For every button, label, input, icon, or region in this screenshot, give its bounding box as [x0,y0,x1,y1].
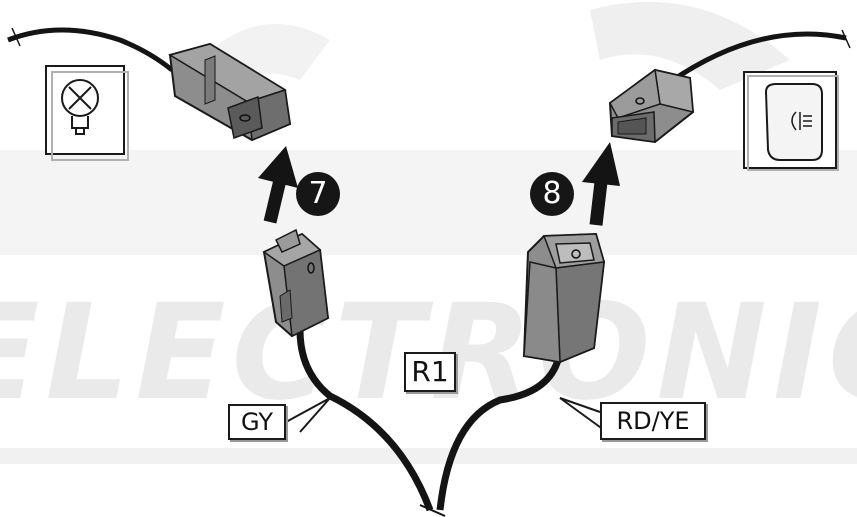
arrow-left-up [258,146,298,224]
gy-pointer [285,397,331,433]
connector-lower-right [522,232,606,364]
wire-top-left [7,27,174,72]
relay-label: R1 [404,352,456,392]
arrow-right-up [582,142,620,226]
left-wire-label: GY [228,404,286,440]
connector-top-right [608,68,695,144]
wire-top-right [668,31,847,85]
right-wire-label: RD/YE [600,402,706,440]
bulb-panel [45,65,129,161]
fog-light-switch-icon [764,83,823,161]
connector-lower-left [262,228,330,338]
step-8-badge: 8 [530,172,574,216]
bulb-icon [61,79,99,135]
wire-left-lower [296,329,434,512]
connector-top-left [168,42,292,142]
wire-right-lower [436,349,564,511]
step-7-badge: 7 [296,172,340,216]
rdye-pointer [559,397,605,431]
switch-panel [743,71,839,171]
